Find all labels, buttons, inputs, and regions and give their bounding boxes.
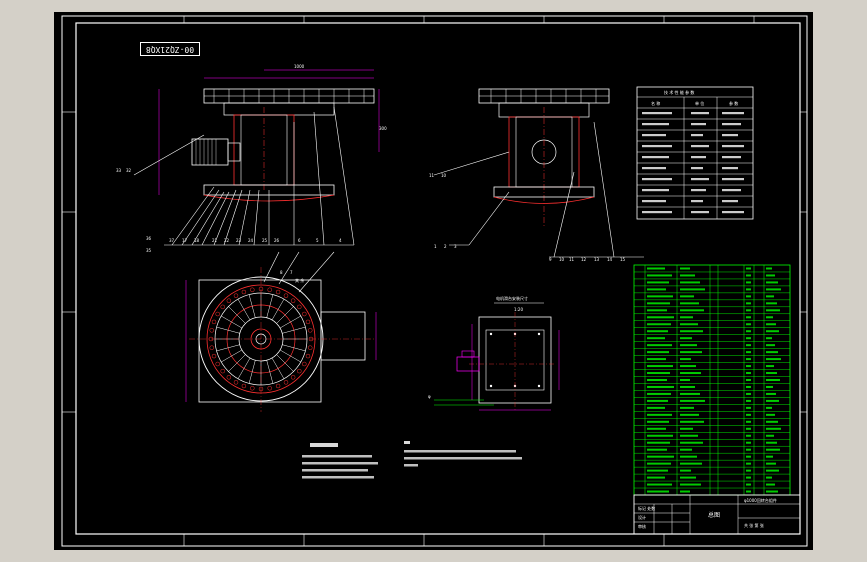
svg-text:35: 35 <box>146 248 152 253</box>
plan-view <box>185 267 377 412</box>
svg-text:φ: φ <box>428 394 431 399</box>
svg-text:11: 11 <box>569 257 575 262</box>
svg-text:标记 处数: 标记 处数 <box>638 505 655 511</box>
svg-text:单 位: 单 位 <box>695 100 704 106</box>
svg-text:11: 11 <box>429 173 435 178</box>
drawing-code-stamp: 00-ZQ21XQ8 <box>140 42 200 56</box>
svg-text:3: 3 <box>454 244 457 249</box>
svg-text:技 术 性 能 参 数: 技 术 性 能 参 数 <box>664 89 694 95</box>
title-block-name: φ1000回转台组件 <box>744 497 777 503</box>
svg-text:1:20: 1:20 <box>514 307 523 312</box>
title-block-label: 总图 <box>708 511 720 519</box>
zone-ticks <box>62 16 807 546</box>
svg-text:21: 21 <box>212 238 218 243</box>
svg-text:设计: 设计 <box>638 514 646 520</box>
svg-text:10: 10 <box>559 257 565 262</box>
svg-text:名 称: 名 称 <box>651 100 660 106</box>
svg-text:23: 23 <box>236 238 242 243</box>
svg-text:8: 8 <box>280 270 283 275</box>
svg-text:1000: 1000 <box>294 64 305 69</box>
svg-text:7: 7 <box>290 270 293 275</box>
svg-text:32: 32 <box>126 168 132 173</box>
svg-text:25: 25 <box>262 238 268 243</box>
plan-leaders <box>263 251 335 293</box>
svg-text:共 张 第 张: 共 张 第 张 <box>744 522 764 528</box>
svg-text:2: 2 <box>444 244 447 249</box>
svg-text:4: 4 <box>339 238 342 243</box>
side-view <box>478 88 610 227</box>
parts-list <box>633 264 791 496</box>
front-item-numbers: 33 32 36 35 37 17 18 21 22 23 24 25 26 6 5 4 <box>116 168 342 253</box>
svg-text:电机滑台安装尺寸: 电机滑台安装尺寸 <box>496 295 528 301</box>
spec-table: 技 术 性 能 参 数 名 称 单 位 参 数 <box>636 86 754 220</box>
svg-text:18: 18 <box>194 238 200 243</box>
svg-text:26: 26 <box>274 238 280 243</box>
svg-text:14: 14 <box>607 257 613 262</box>
svg-text:12: 12 <box>581 257 587 262</box>
svg-text:24: 24 <box>248 238 254 243</box>
svg-text:1: 1 <box>434 244 437 249</box>
side-leaders <box>433 121 644 258</box>
svg-text:参 数: 参 数 <box>729 100 738 106</box>
svg-text:36: 36 <box>146 236 152 241</box>
svg-text:10: 10 <box>441 173 447 178</box>
drawing-frame <box>75 22 801 535</box>
svg-text:6: 6 <box>298 238 301 243</box>
sheet-outer-border <box>61 15 808 547</box>
svg-text:17: 17 <box>182 238 188 243</box>
svg-text:37: 37 <box>169 238 175 243</box>
motor-slide-detail: 电机滑台安装尺寸 1:20 φ <box>428 295 560 411</box>
svg-text:13: 13 <box>594 257 600 262</box>
svg-text:5: 5 <box>316 238 319 243</box>
front-leaders <box>133 106 355 246</box>
svg-text:9: 9 <box>549 257 552 262</box>
front-view: 1000 300 <box>158 64 387 202</box>
svg-text:其 余: 其 余 <box>295 277 304 283</box>
svg-text:33: 33 <box>116 168 122 173</box>
technical-notes <box>302 441 522 479</box>
svg-text:15: 15 <box>620 257 626 262</box>
plan-labels: 8 7 其 余 <box>280 270 304 283</box>
svg-text:22: 22 <box>224 238 230 243</box>
svg-text:审核: 审核 <box>638 523 646 529</box>
svg-text:300: 300 <box>379 126 387 131</box>
